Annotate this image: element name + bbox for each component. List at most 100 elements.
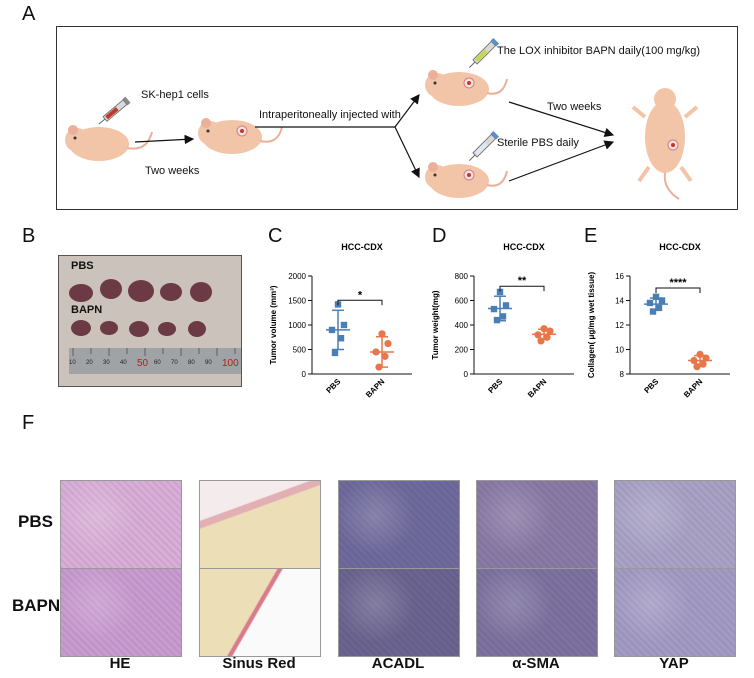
histology-tile bbox=[338, 480, 460, 569]
ruler-tick-label: 10 bbox=[69, 360, 76, 366]
cells-label: SK-hep1 cells bbox=[141, 89, 209, 101]
histology-tile bbox=[199, 568, 321, 657]
col-label-sinus-red: Sinus Red bbox=[222, 655, 296, 672]
syringe-icon bbox=[98, 96, 131, 125]
ruler-tick-label: 50 bbox=[137, 358, 149, 369]
data-point bbox=[646, 299, 654, 307]
schema-drawing bbox=[65, 37, 699, 200]
histology-tile bbox=[338, 568, 460, 657]
two-weeks-label: Two weeks bbox=[145, 165, 200, 177]
significance-marker: * bbox=[358, 289, 363, 301]
data-point bbox=[655, 304, 663, 312]
data-point bbox=[490, 305, 498, 313]
y-tick-label: 14 bbox=[615, 297, 624, 306]
data-point bbox=[546, 327, 554, 335]
y-tick-label: 800 bbox=[455, 272, 469, 281]
histology-tile bbox=[476, 568, 598, 657]
data-point bbox=[652, 293, 660, 301]
data-point bbox=[340, 321, 348, 329]
histology-tile bbox=[614, 480, 736, 569]
panel-letter-a: A bbox=[22, 3, 36, 25]
data-point bbox=[534, 331, 542, 339]
data-point bbox=[658, 297, 666, 304]
mouse-icon bbox=[198, 118, 283, 154]
chart-title: HCC-CDX bbox=[341, 242, 383, 252]
significance-bracket bbox=[655, 287, 701, 294]
data-point bbox=[328, 326, 336, 334]
data-point bbox=[690, 356, 698, 365]
ruler-tick-label: 70 bbox=[171, 360, 178, 366]
panel-letter-f: F bbox=[22, 412, 35, 434]
ruler-tick-label: 60 bbox=[154, 360, 161, 366]
data-point bbox=[378, 330, 386, 338]
histology-tile bbox=[199, 480, 321, 569]
syringe-icon bbox=[468, 37, 500, 69]
col-label-alpha-sma: α-SMA bbox=[512, 655, 560, 672]
data-point bbox=[499, 313, 507, 320]
x-tick-label: BAPN bbox=[526, 377, 549, 400]
data-point bbox=[702, 354, 710, 362]
data-point bbox=[543, 333, 551, 341]
panel-letter-b: B bbox=[22, 225, 36, 247]
y-axis-label: Collagen( μg/mg wet tissue) bbox=[587, 272, 596, 379]
histology-tile bbox=[614, 568, 736, 657]
data-point bbox=[375, 363, 383, 371]
y-axis-label: Tumor volume (mm³) bbox=[269, 285, 278, 364]
row-label-pbs: PBS bbox=[18, 512, 53, 531]
significance-marker: ** bbox=[518, 275, 527, 287]
ruler-tick-label: 20 bbox=[86, 360, 93, 366]
ruler-tick-label: 30 bbox=[103, 360, 110, 366]
row-label-bapn: BAPN bbox=[12, 596, 61, 615]
panel-letter-c: C bbox=[268, 225, 283, 247]
data-point bbox=[696, 350, 704, 358]
y-tick-label: 1000 bbox=[288, 321, 306, 330]
y-tick-label: 8 bbox=[620, 370, 625, 379]
data-point bbox=[496, 288, 504, 296]
data-point bbox=[693, 363, 701, 371]
histology-tile bbox=[60, 480, 182, 569]
ruler-tick-label: 90 bbox=[205, 360, 212, 366]
y-tick-label: 600 bbox=[455, 297, 469, 306]
mouse-icon bbox=[425, 70, 508, 106]
histology-tile bbox=[476, 480, 598, 569]
y-tick-label: 2000 bbox=[288, 272, 306, 281]
data-point bbox=[502, 302, 510, 309]
y-axis-label: Tumor weight(mg) bbox=[431, 290, 440, 360]
y-tick-label: 500 bbox=[293, 346, 307, 355]
bapn-treatment-label: The LOX inhibitor BAPN daily(100 mg/kg) bbox=[497, 45, 700, 57]
ruler-tick-label: 100 bbox=[222, 358, 239, 369]
photo-bapn-label: BAPN bbox=[71, 304, 103, 316]
y-tick-label: 16 bbox=[615, 272, 624, 281]
significance-bracket bbox=[337, 299, 383, 306]
significance-marker: **** bbox=[669, 277, 687, 289]
data-point bbox=[331, 349, 339, 357]
dissected-mouse-icon bbox=[631, 88, 699, 200]
panel-letter-e: E bbox=[584, 225, 598, 247]
col-label-acadl: ACADL bbox=[371, 655, 425, 672]
tumor-photo-drawing bbox=[59, 256, 241, 386]
injected-label: Intraperitoneally injected with bbox=[259, 109, 401, 121]
data-point bbox=[540, 325, 548, 333]
x-tick-label: PBS bbox=[642, 377, 660, 395]
y-tick-label: 0 bbox=[302, 370, 307, 379]
col-label-yap: YAP bbox=[659, 655, 689, 672]
two-weeks-label-2: Two weeks bbox=[547, 101, 602, 113]
data-point bbox=[372, 348, 380, 356]
x-tick-label: BAPN bbox=[682, 377, 705, 400]
pbs-treatment-label: Sterile PBS daily bbox=[497, 137, 579, 149]
data-point bbox=[337, 335, 345, 342]
y-tick-label: 1500 bbox=[288, 297, 306, 306]
x-tick-label: PBS bbox=[486, 377, 504, 395]
y-tick-label: 12 bbox=[615, 321, 624, 330]
photo-pbs-label: PBS bbox=[71, 260, 94, 272]
data-point bbox=[649, 308, 657, 315]
y-tick-label: 10 bbox=[615, 346, 624, 355]
data-point bbox=[537, 337, 545, 345]
histology-tile bbox=[60, 568, 182, 657]
significance-bracket bbox=[499, 285, 545, 292]
data-point bbox=[381, 352, 389, 360]
